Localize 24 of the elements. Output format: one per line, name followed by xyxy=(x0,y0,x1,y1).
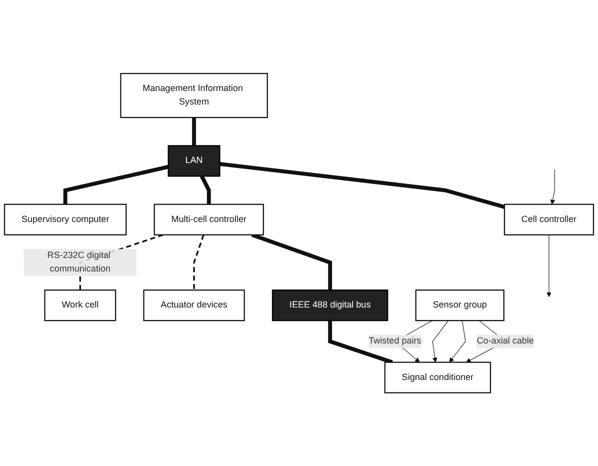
node-box: Work cell xyxy=(44,289,116,321)
node-box: Supervisory computer xyxy=(4,204,127,236)
arrow xyxy=(546,234,552,297)
connector xyxy=(192,117,196,146)
node-box: Management Information System xyxy=(120,72,268,118)
node-box: Sensor group xyxy=(415,289,504,321)
node-box: LAN xyxy=(168,145,220,177)
arrow xyxy=(432,320,449,362)
node-box: Cell controller xyxy=(504,204,594,236)
edge-label: Co-axial cable xyxy=(476,336,534,346)
connector xyxy=(220,162,505,209)
node-box: Actuator devices xyxy=(143,289,245,321)
connector xyxy=(63,164,169,204)
arrow xyxy=(449,320,466,362)
edge-label: RS-232C digital communication xyxy=(47,250,111,274)
connector xyxy=(200,175,211,204)
node-box: Multi-cell controller xyxy=(154,204,264,236)
connector xyxy=(193,234,204,290)
edge-label: Twisted pairs xyxy=(368,336,422,346)
connector xyxy=(251,232,332,290)
arrow xyxy=(550,168,556,204)
node-box: IEEE 488 digital bus xyxy=(272,289,388,321)
connector xyxy=(328,320,393,364)
node-box: Signal conditioner xyxy=(384,362,492,394)
